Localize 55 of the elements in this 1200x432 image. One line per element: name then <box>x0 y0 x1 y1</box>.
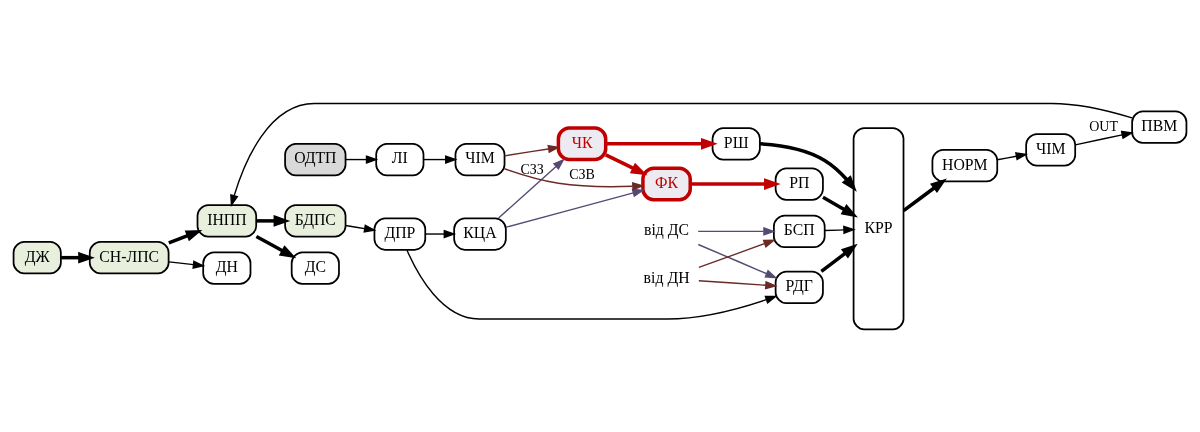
edge-label: СЗВ <box>569 166 595 182</box>
node-text: від ДС <box>644 220 690 238</box>
node-box: ЧІМ <box>454 142 506 176</box>
node-box: ЧК <box>556 125 608 161</box>
arrow <box>605 137 718 150</box>
arrow <box>820 243 858 273</box>
arrow <box>996 151 1029 161</box>
node-box: ДС <box>290 251 340 285</box>
arrow <box>406 248 778 320</box>
node-box: СН-ЛПС <box>88 240 170 274</box>
arrow <box>256 214 291 227</box>
node-box: РШ <box>711 126 761 160</box>
arrow <box>503 144 561 156</box>
node-box: РП <box>774 166 824 201</box>
arrow <box>423 154 458 164</box>
node-box: ЛІ <box>375 142 425 176</box>
node-box: ДЖ <box>12 240 62 274</box>
node-box: КРР <box>852 126 905 330</box>
arrow <box>503 167 645 191</box>
arrow <box>230 102 1133 207</box>
arrow <box>822 195 858 217</box>
node-box: ОДТП <box>284 142 347 176</box>
arrow <box>61 251 95 263</box>
arrow <box>255 234 297 258</box>
arrow <box>424 229 457 238</box>
node-box: ДПР <box>373 216 427 251</box>
arrow <box>497 157 565 219</box>
arrow <box>344 223 377 233</box>
arrow <box>168 229 203 244</box>
arrow <box>698 279 778 290</box>
arrow <box>697 243 778 278</box>
arrow <box>690 177 781 190</box>
node-box: ФК <box>641 166 692 202</box>
node-text: від ДН <box>643 268 690 286</box>
node-box: КЦА <box>453 216 507 251</box>
node-box: ДН <box>202 251 252 285</box>
arrow <box>168 259 206 269</box>
node-box: ПВМ <box>1131 110 1188 144</box>
arrow <box>344 154 379 164</box>
arrow <box>605 152 648 175</box>
node-box: НОРМ <box>931 148 999 182</box>
node-box: РДГ <box>774 270 824 304</box>
arrow <box>698 239 776 268</box>
arrow <box>505 188 645 228</box>
arrow <box>902 177 947 212</box>
arrow <box>759 141 857 192</box>
node-box: ЧІМ <box>1025 132 1077 167</box>
node-box: БСП <box>773 214 826 248</box>
arrow <box>823 225 856 234</box>
edge-label: СЗЗ <box>520 161 544 177</box>
arrow <box>697 226 776 236</box>
edge-label: OUT <box>1089 118 1119 134</box>
arrow <box>1074 130 1134 146</box>
node-box: ІНПП <box>196 203 258 238</box>
node-box: БДПС <box>284 203 347 238</box>
